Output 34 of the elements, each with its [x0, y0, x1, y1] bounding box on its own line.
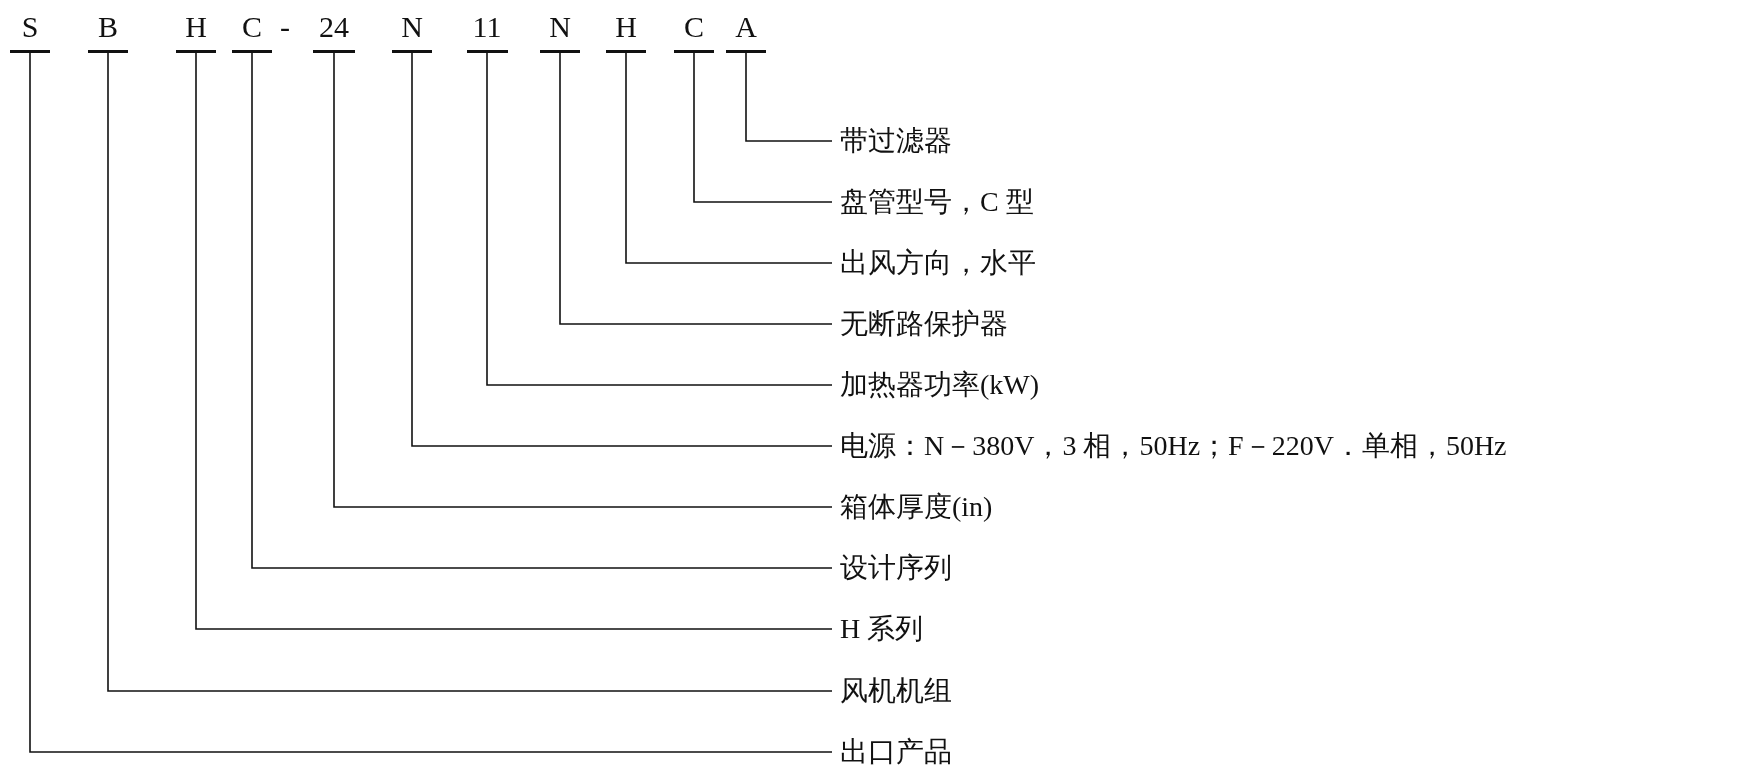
leader-line [411, 52, 833, 447]
code-character: N [392, 10, 432, 53]
leader-line [693, 52, 833, 203]
description-text: H 系列 [840, 612, 924, 646]
code-character: H [606, 10, 646, 53]
description-text: 设计序列 [840, 551, 952, 585]
code-character: 11 [466, 10, 508, 53]
leader-line [333, 52, 833, 508]
description-text: 箱体厚度(in) [840, 490, 993, 524]
leader-line [251, 52, 833, 569]
leader-line [745, 52, 833, 142]
leader-line [559, 52, 833, 325]
leader-line [29, 52, 833, 753]
description-text: 带过滤器 [840, 124, 952, 158]
code-character: S [10, 10, 50, 53]
description-text: 出风方向，水平 [840, 246, 1036, 280]
description-text: 出口产品 [840, 735, 952, 769]
code-character: 24 [313, 10, 355, 53]
code-character: A [726, 10, 766, 53]
leader-line [195, 52, 833, 630]
description-text: 电源：N－380V，3 相，50Hz；F－220V．单相，50Hz [840, 429, 1507, 463]
code-character: C [232, 10, 272, 53]
description-text: 加热器功率(kW) [840, 368, 1040, 402]
leader-line [486, 52, 833, 386]
code-character: N [540, 10, 580, 53]
leader-line [107, 52, 833, 692]
code-character: C [674, 10, 714, 53]
leader-line [625, 52, 833, 264]
description-text: 无断路保护器 [840, 307, 1008, 341]
separator-dash: - [280, 10, 290, 44]
code-character: H [176, 10, 216, 53]
description-text: 风机机组 [840, 674, 952, 708]
description-text: 盘管型号，C 型 [840, 185, 1034, 219]
code-character: B [88, 10, 128, 53]
